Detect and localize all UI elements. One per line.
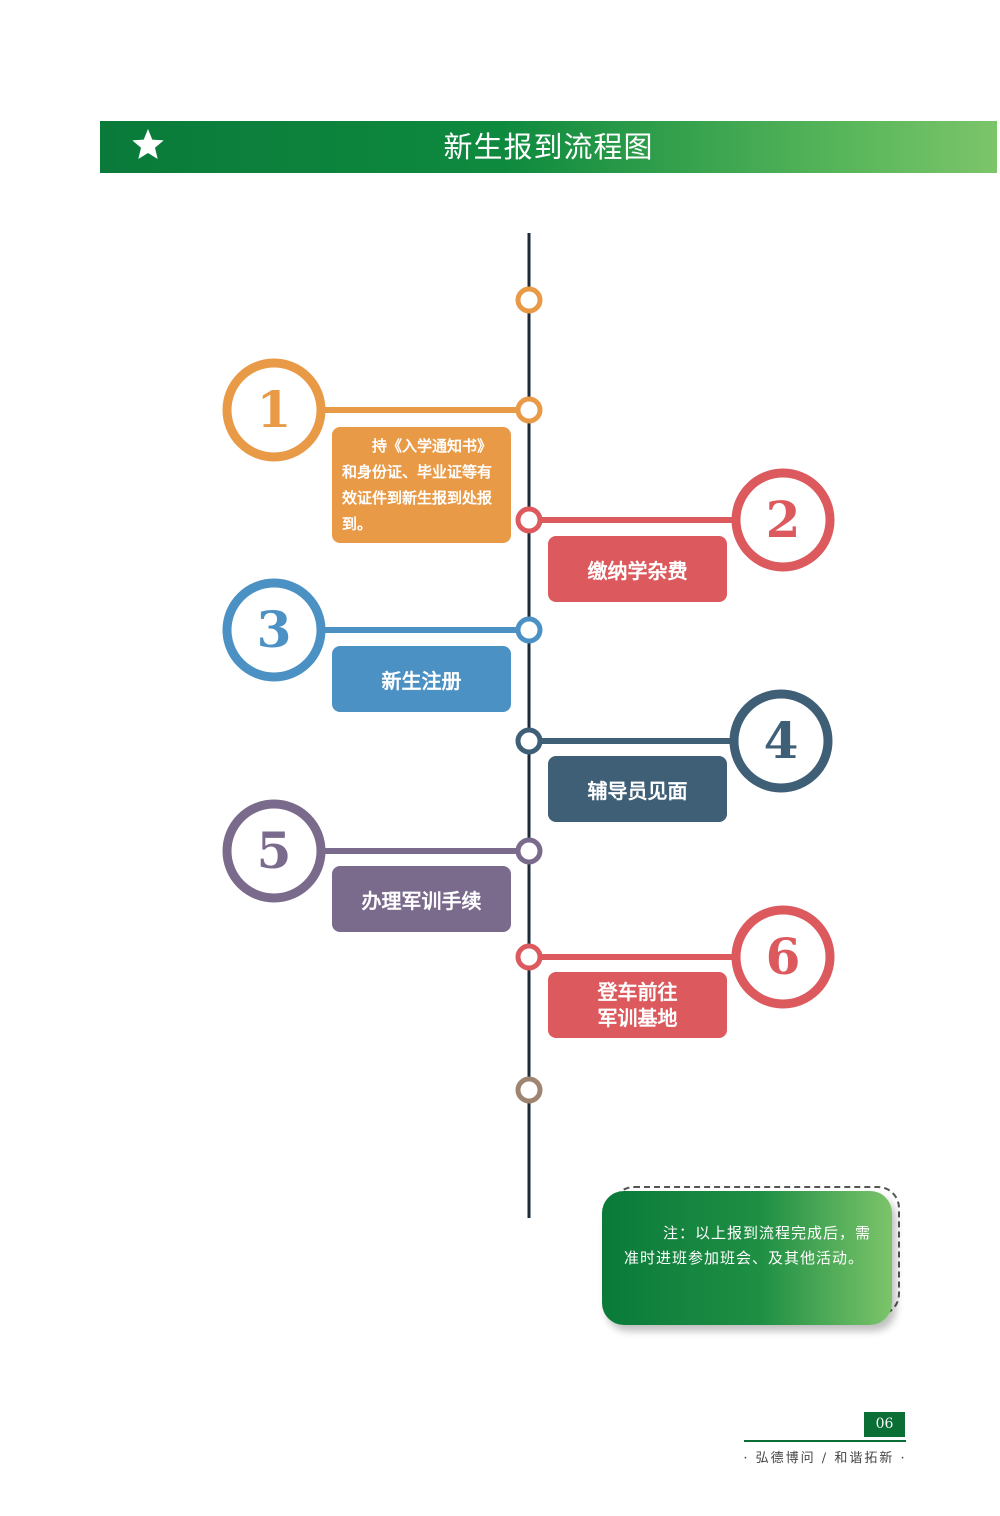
note-text: 注：以上报到流程完成后，需准时进班参加班会、及其他活动。 <box>624 1224 872 1267</box>
step-6-connector <box>515 905 835 1009</box>
step-3-number: 3 <box>256 600 292 659</box>
title-banner: 新生报到流程图 <box>100 121 997 173</box>
star-icon <box>132 129 164 159</box>
step-3-box: 新生注册 <box>332 646 511 712</box>
step-4-connector <box>515 689 833 793</box>
footer-divider <box>744 1440 906 1442</box>
step-4-text: 辅导员见面 <box>587 778 688 803</box>
step-2-number: 2 <box>765 490 801 549</box>
timeline-bottom-dot <box>515 1076 543 1104</box>
step-6-box: 登车前往 军训基地 <box>548 972 727 1038</box>
step-3-connector <box>222 578 543 682</box>
step-1-text: 持《入学通知书》和身份证、毕业证等有效证件到新生报到处报到。 <box>342 437 493 533</box>
step-4-number: 4 <box>763 711 799 770</box>
step-6-text: 登车前往 军训基地 <box>597 980 678 1030</box>
step-3-text: 新生注册 <box>381 668 462 693</box>
step-2-box: 缴纳学杂费 <box>548 536 727 602</box>
note-card: 注：以上报到流程完成后，需准时进班参加班会、及其他活动。 <box>602 1191 892 1325</box>
step-6-number: 6 <box>765 927 801 986</box>
step-5-number: 5 <box>256 821 292 880</box>
step-5-text: 办理军训手续 <box>361 888 482 913</box>
step-4-box: 辅导员见面 <box>548 756 727 822</box>
page-title: 新生报到流程图 <box>443 130 654 164</box>
step-1-box: 持《入学通知书》和身份证、毕业证等有效证件到新生报到处报到。 <box>332 427 511 543</box>
step-1-connector <box>222 358 543 462</box>
step-2-connector <box>515 468 835 572</box>
page-number: 06 <box>864 1412 905 1437</box>
timeline-top-dot <box>515 286 543 314</box>
step-2-text: 缴纳学杂费 <box>587 558 688 583</box>
footer-slogan: · 弘德博问 / 和谐拓新 · <box>743 1451 907 1466</box>
step-5-connector <box>222 799 543 903</box>
step-5-box: 办理军训手续 <box>332 866 511 932</box>
step-1-number: 1 <box>256 380 292 439</box>
